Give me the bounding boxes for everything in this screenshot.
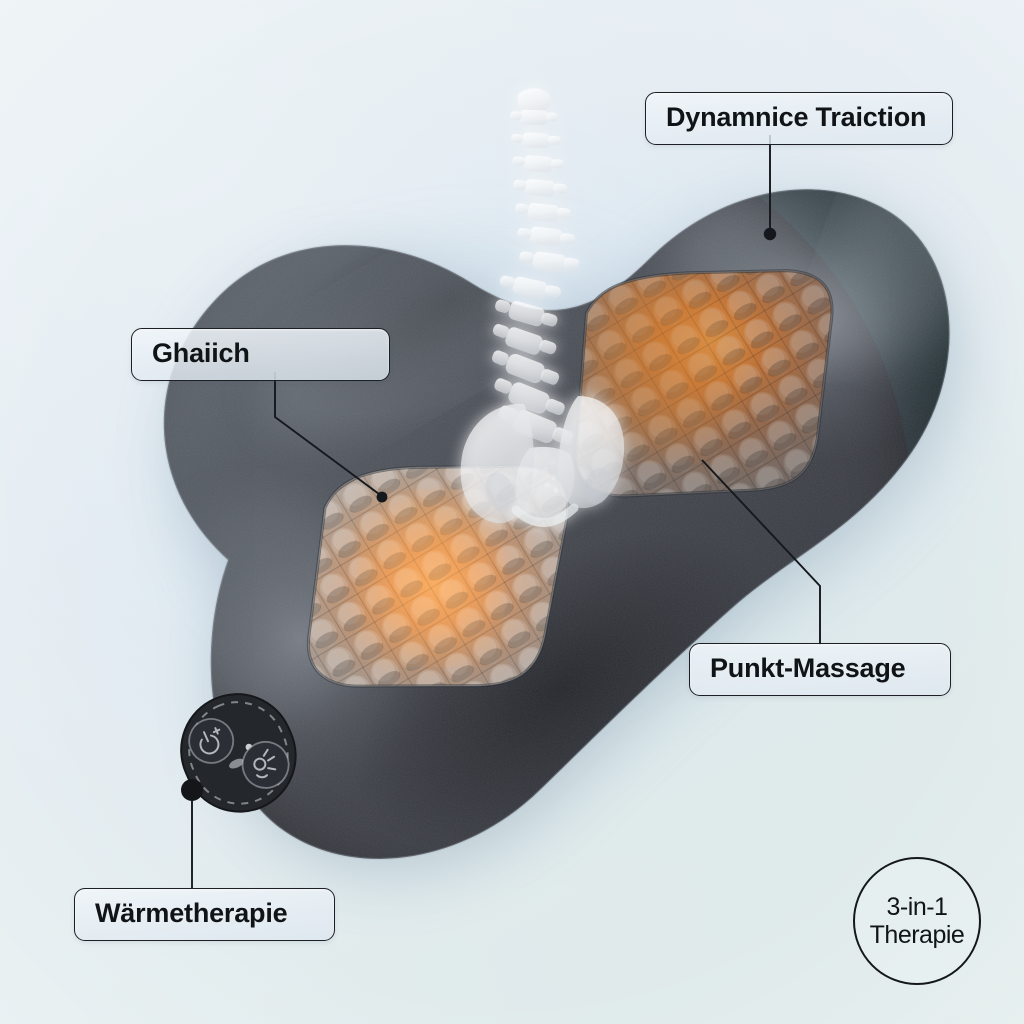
spine-pelvis-overlay (460, 88, 625, 527)
callout-dot-ghaiich (376, 491, 388, 503)
three-in-one-badge: 3-in-1 Therapie (853, 857, 981, 985)
control-panel[interactable] (163, 676, 313, 829)
stitching-outline (188, 701, 289, 805)
power-icon (199, 727, 221, 755)
massage-button[interactable] (235, 735, 296, 796)
power-button[interactable] (182, 712, 240, 770)
badge-line-2: Therapie (869, 921, 965, 949)
callout-label-ghaiich[interactable]: Ghaiich (131, 328, 390, 381)
right-heat-pad (554, 254, 854, 512)
callout-dot-dynamic-traction (763, 227, 777, 241)
callout-label-punkt-massage[interactable]: Punkt-Massage (689, 643, 951, 696)
badge-line-1: 3-in-1 (886, 893, 948, 921)
leader-punkt-massage (701, 459, 821, 645)
massage-icon (253, 748, 277, 779)
leader-ghaiich (274, 372, 380, 495)
cable-port (181, 779, 203, 801)
led-bar (229, 758, 245, 769)
callout-label-waermetherapie[interactable]: Wärmetherapie (74, 888, 335, 941)
callout-label-dynamic-traction[interactable]: Dynamnice Traiction (645, 92, 953, 145)
